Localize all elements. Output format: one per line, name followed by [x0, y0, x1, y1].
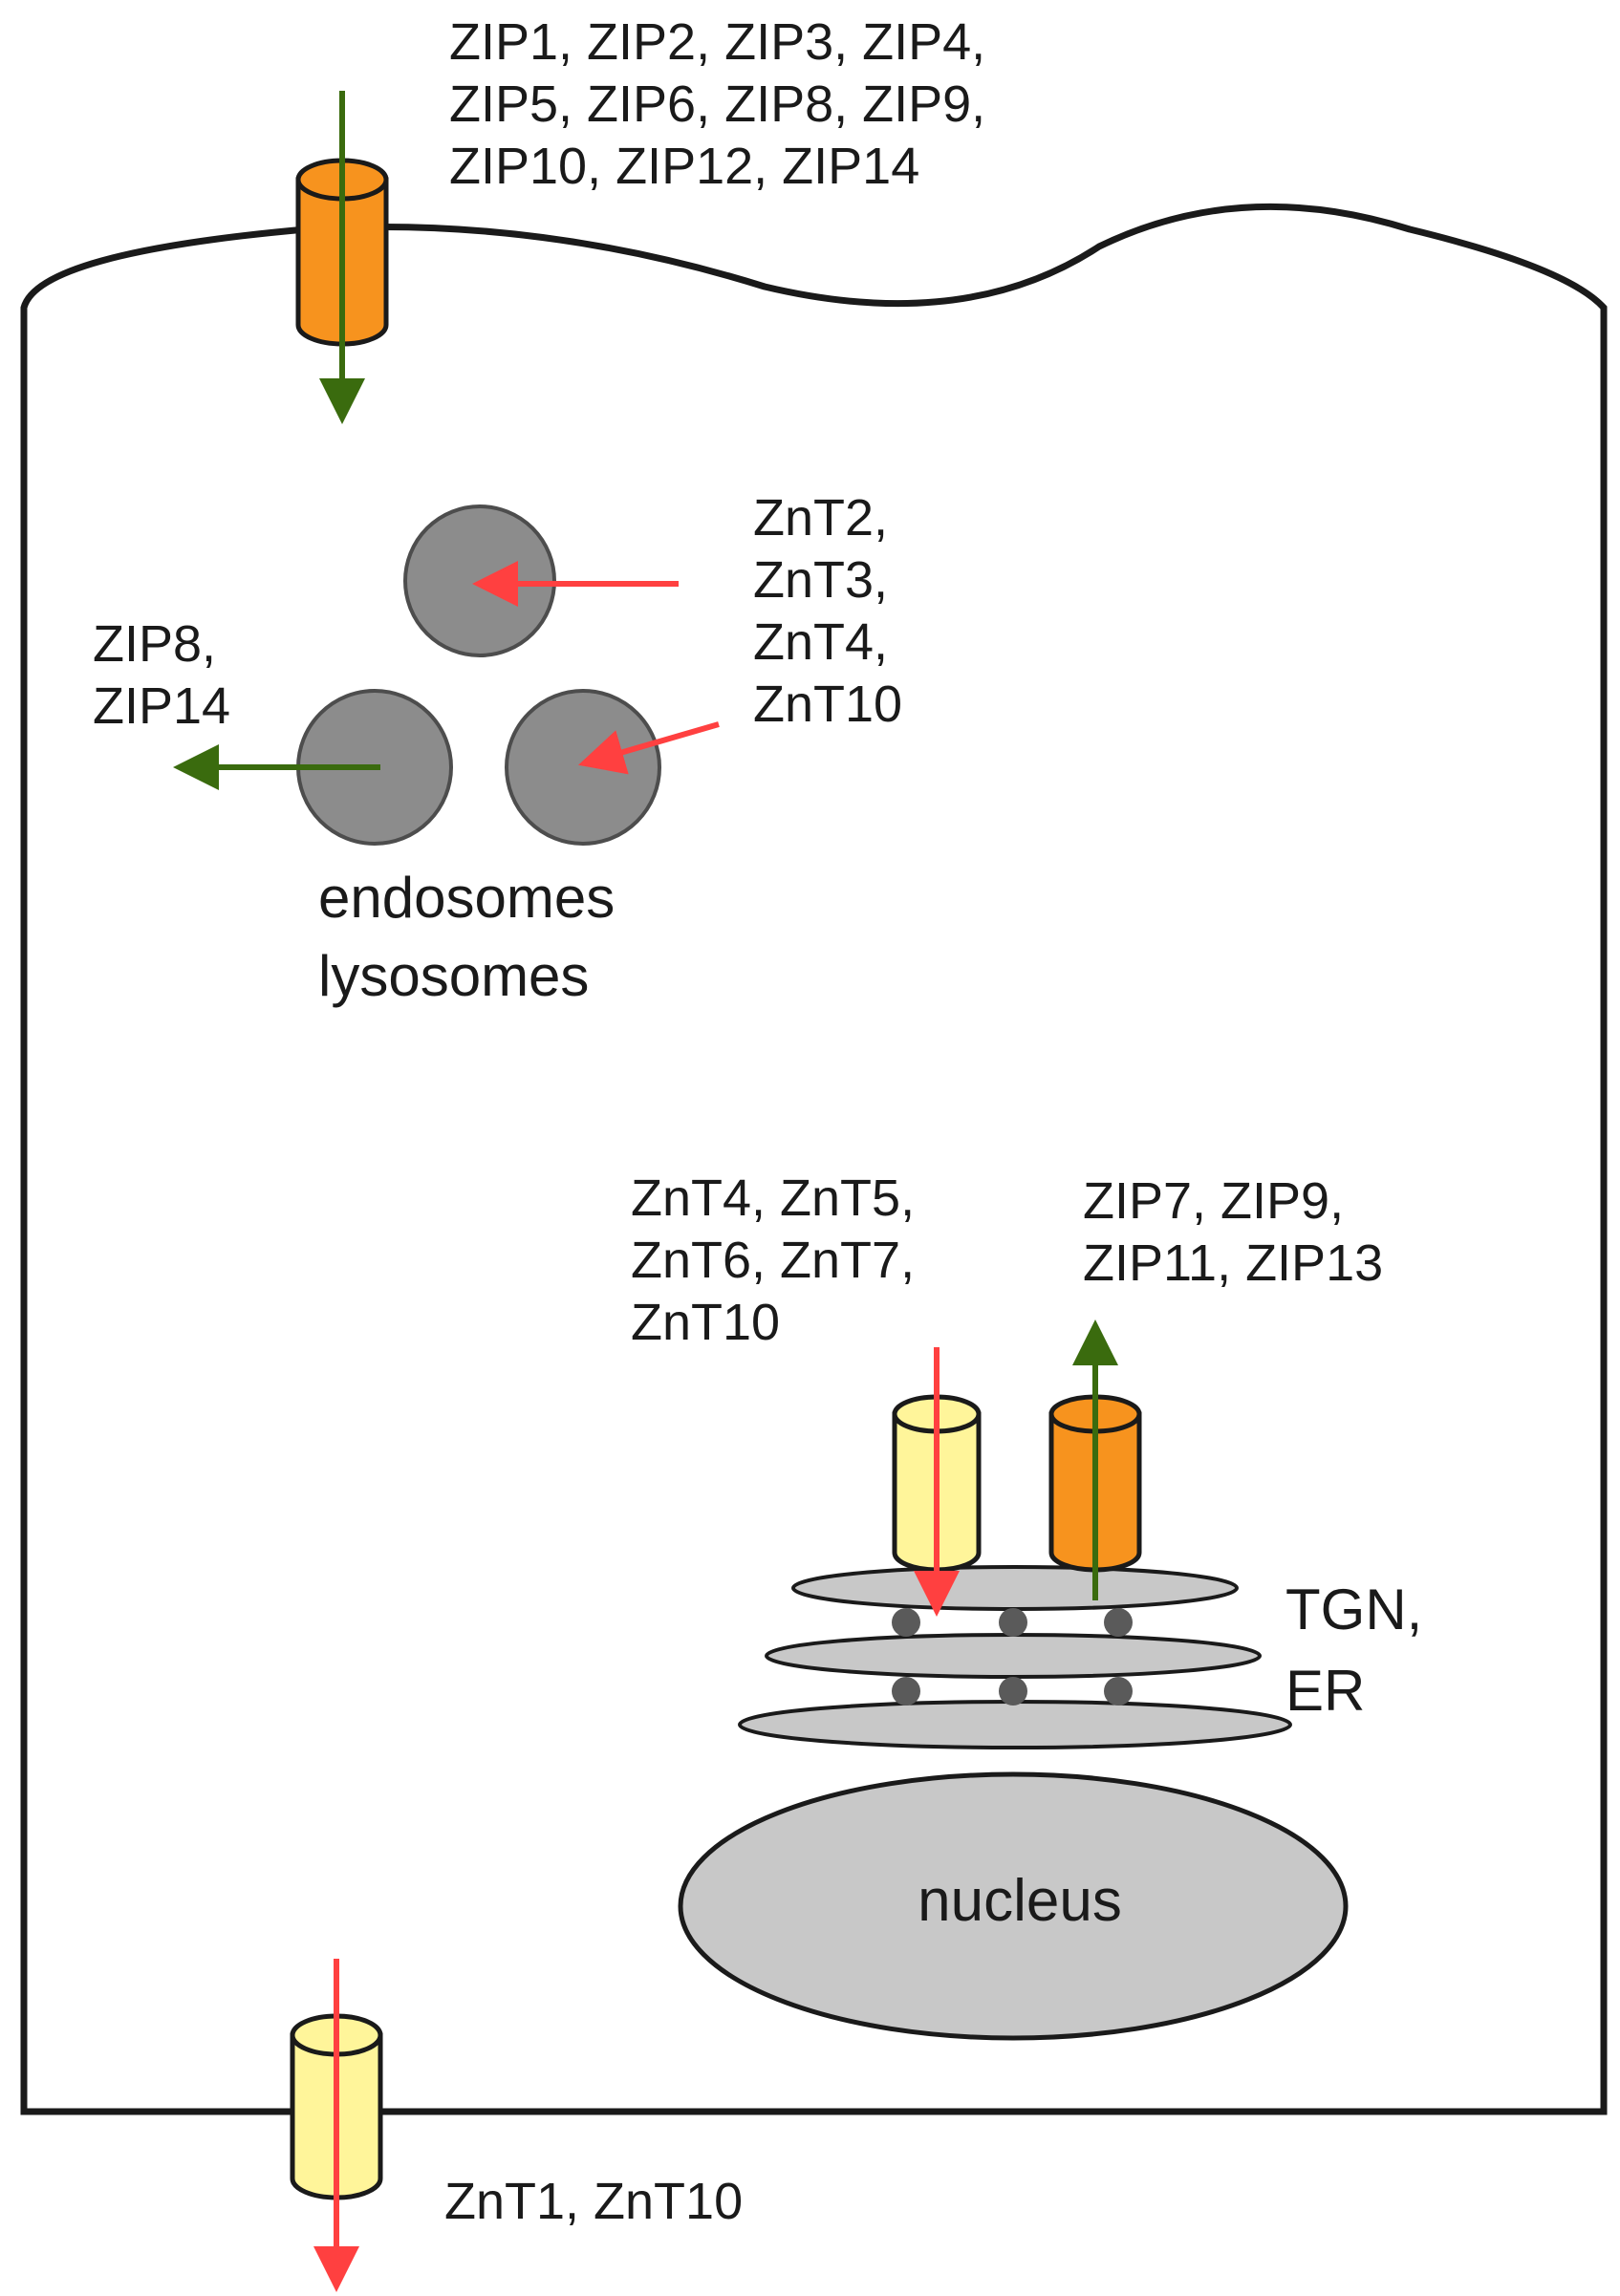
golgi-zip-label: ZIP7, ZIP9, ZIP11, ZIP13: [1083, 1172, 1383, 1292]
golgi-znt-label: ZnT4, ZnT5, ZnT6, ZnT7, ZnT10: [631, 1169, 929, 1351]
tgn-er-label: TGN, ER: [1285, 1577, 1438, 1723]
nucleus-label: nucleus: [918, 1868, 1122, 1934]
plasma-zip-label: ZIP1, ZIP2, ZIP3, ZIP4, ZIP5, ZIP6, ZIP8…: [449, 13, 1000, 195]
plasma-znt-label: ZnT1, ZnT10: [444, 2173, 743, 2230]
vesicle-zip-label: ZIP8, ZIP14: [93, 615, 230, 735]
nucleus: [678, 1771, 1349, 2041]
endosomes-lysosomes-label: endosomes lysosomes: [318, 866, 631, 1008]
tgn-er-stack: [738, 1565, 1292, 1749]
cell-membrane: [20, 203, 1608, 2115]
vesicle-right: [505, 689, 661, 846]
vesicle-right-influx-arrow: [577, 721, 720, 775]
vesicle-znt-label: ZnT2, ZnT3, ZnT4, ZnT10: [753, 489, 902, 733]
